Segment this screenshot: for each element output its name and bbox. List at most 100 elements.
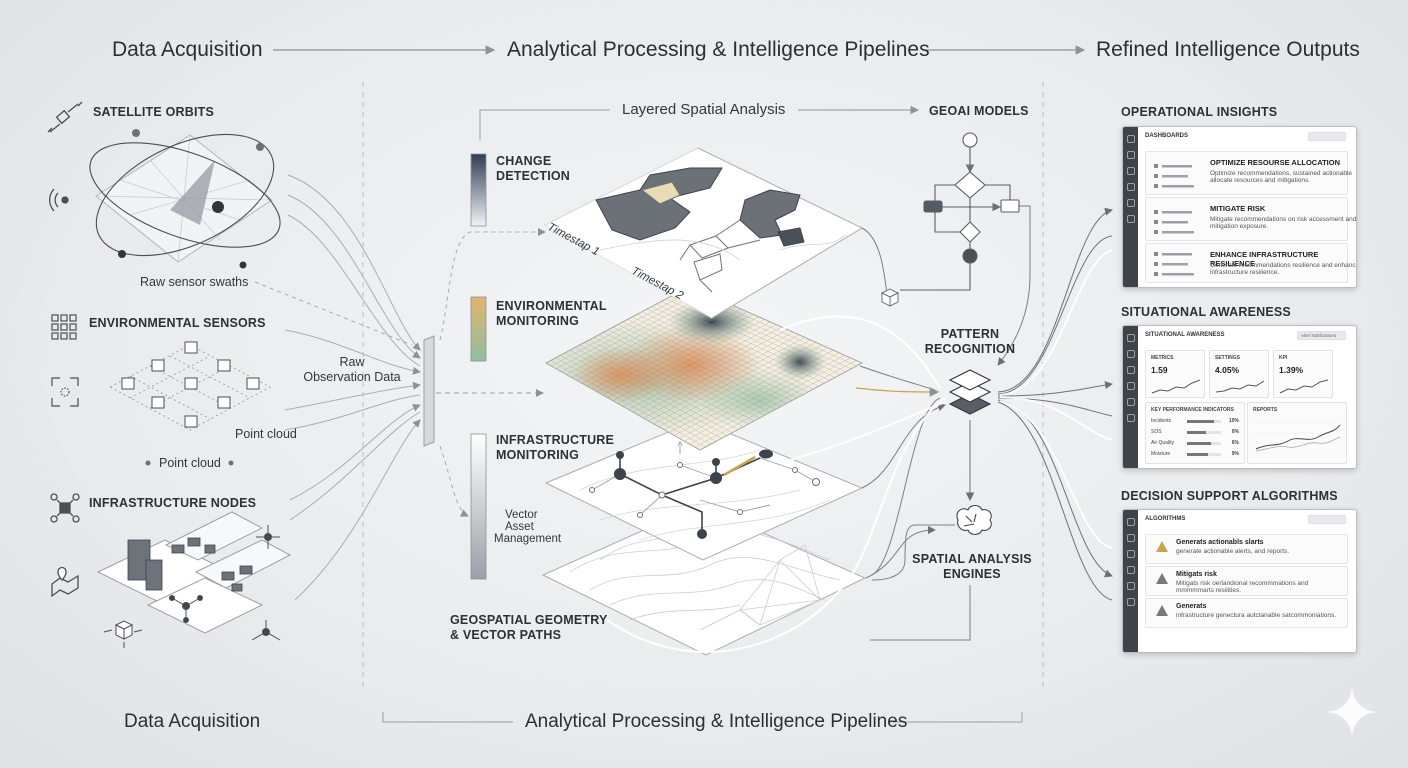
engines-loop (871, 524, 955, 581)
insight-bars-icon (1154, 252, 1194, 276)
kpi-bar (1187, 453, 1221, 456)
vector-asset-label-2: Asset (505, 521, 534, 533)
kpi-name: SOS (1151, 429, 1162, 435)
cube-icon (103, 620, 143, 648)
vector-asset-label-3: Management (494, 533, 562, 545)
environmental-monitoring-label-2: MONITORING (496, 314, 580, 328)
environmental-monitoring-bar (470, 296, 487, 362)
heatmap-grid-line (694, 360, 857, 448)
kpi-bar-fill (1187, 420, 1214, 423)
sparkle-icon (1328, 688, 1376, 736)
metric-title: SETTINGS (1215, 355, 1241, 361)
panel-search[interactable] (1308, 515, 1346, 524)
insight-card[interactable]: ENHANCE INFRASTRUCTURE RESILIENCE Genera… (1145, 243, 1356, 283)
alert-item[interactable]: Mitigats risk Mitigats risk oerlandional… (1145, 566, 1348, 596)
raw-observation-label-2: Observation Data (303, 370, 401, 384)
metric-value: 1.39% (1279, 365, 1304, 375)
alert-selector[interactable]: Alert Notifications (1297, 331, 1346, 340)
change-detection-label-2: DETECTION (496, 169, 571, 183)
metric-card[interactable]: KPI 1.39% (1273, 350, 1333, 398)
header-data-acquisition: Data Acquisition (112, 38, 263, 61)
metric-card[interactable]: METRICS 1.59 (1145, 350, 1205, 398)
kpi-bar (1187, 442, 1221, 445)
alert-item[interactable]: Generats infrastructure genectura autcta… (1145, 598, 1348, 628)
kpi-value: 6% (1231, 440, 1239, 446)
bottom-bracket-right (893, 712, 1023, 723)
point-cloud-dot-right (228, 460, 234, 466)
header-processing: Analytical Processing & Intelligence Pip… (507, 38, 930, 61)
insight-card[interactable]: MITIGATE RISK Mitigate recommendations o… (1145, 197, 1356, 241)
metric-title: KPI (1279, 355, 1288, 361)
output-fanout-lines (997, 207, 1113, 601)
metric-value: 1.59 (1151, 365, 1168, 375)
heatmap-grid-line (689, 357, 851, 445)
kpi-value: 9% (1231, 451, 1239, 457)
insight-title: ENHANCE INFRASTRUCTURE RESILIENCE (1210, 250, 1319, 268)
kpi-bar (1187, 420, 1221, 423)
env-sensor-devices (121, 341, 260, 428)
infra-node-graphs (169, 525, 281, 641)
insight-desc: Generate recommendations resilience and … (1210, 262, 1357, 277)
geospatial-geometry-label-1: GEOSPATIAL GEOMETRY (450, 613, 608, 627)
spatial-engines-label-2: ENGINES (943, 567, 1001, 581)
reports-title: REPORTS (1253, 407, 1278, 413)
change-detection-layer (543, 147, 864, 319)
amber-flow (855, 387, 940, 397)
situational-awareness-label: SITUATIONAL AWARENESS (1121, 305, 1291, 319)
metric-value: 4.05% (1215, 365, 1240, 375)
metric-sparkline (1279, 379, 1329, 394)
kpi-bar-fill (1187, 453, 1208, 456)
decision-support-label: DECISION SUPPORT ALGORITHMS (1121, 489, 1338, 503)
metric-title: METRICS (1151, 355, 1174, 361)
alert-desc: infrastructure genectura autctanable sat… (1176, 612, 1337, 619)
alert-title: Mitigats risk (1176, 571, 1217, 578)
layers-icon (948, 369, 992, 415)
layered-bracket (479, 109, 610, 140)
warning-icon (1156, 541, 1168, 552)
insight-title: OPTIMIZE RESOURSE ALLOCATION (1210, 158, 1341, 167)
footer-data-acquisition: Data Acquisition (124, 711, 261, 732)
warning-icon (1156, 573, 1168, 584)
insight-desc: Mitigate recommendations on risk accessm… (1210, 216, 1357, 231)
kpi-value: 0% (1231, 429, 1239, 435)
satellite-orbits-graphic (89, 129, 281, 269)
kpi-title: KEY PERFORMANCE INDICATORS (1151, 407, 1234, 413)
kpi-value: 10% (1228, 418, 1239, 424)
heatmap-grid-line (674, 349, 834, 436)
panel-search[interactable] (1308, 132, 1346, 141)
satellite-icon (47, 101, 83, 133)
geospatial-geometry-label-2: & VECTOR PATHS (450, 628, 562, 642)
alert-title: Generats (1176, 603, 1207, 610)
environmental-monitoring-label-1: ENVIRONMENTAL (496, 299, 607, 313)
point-cloud-label-1: Point cloud (235, 427, 297, 441)
amber-vector (723, 455, 756, 477)
geoai-models-label: GEOAI MODELS (929, 104, 1029, 118)
metric-card[interactable]: SETTINGS 4.05% (1209, 350, 1269, 398)
heatmap-grid-line (699, 362, 862, 450)
footer-processing: Analytical Processing & Intelligence Pip… (525, 711, 908, 732)
engines-return (870, 585, 971, 641)
alert-desc: generate actionable alerts, and reports. (1176, 548, 1290, 555)
infrastructure-nodes-label: INFRASTRUCTURE NODES (89, 496, 257, 510)
glow-flow-lines (599, 315, 946, 653)
alert-item[interactable]: Generats actionabls slarts generate acti… (1145, 534, 1348, 564)
panel-title: ALGORITHMS (1145, 516, 1186, 522)
metric-sparkline (1151, 379, 1201, 394)
scan-icon (51, 377, 79, 407)
decision-support-panel: ALGORITHMS Generats actionabls slarts ge… (1122, 509, 1357, 653)
raw-observation-label-1: Raw (339, 355, 365, 369)
reports-card[interactable]: REPORTS (1247, 402, 1347, 464)
output-glow-lines (999, 249, 1113, 549)
kpi-row: SOS 0% (1151, 428, 1239, 437)
geoai-flowchart (900, 132, 1020, 291)
insight-card[interactable]: OPTIMIZE RESOURSE ALLOCATION Optimize re… (1145, 151, 1352, 195)
point-cloud-dot-left (145, 460, 151, 466)
aggregator-branch-up (439, 228, 546, 341)
satellite-orbits-label: SATELLITE ORBITS (93, 105, 215, 119)
geoai-to-pattern (997, 205, 1031, 366)
point-cloud-label-2: Point cloud (159, 456, 221, 470)
vector-asset-label-1: Vector (505, 509, 538, 521)
